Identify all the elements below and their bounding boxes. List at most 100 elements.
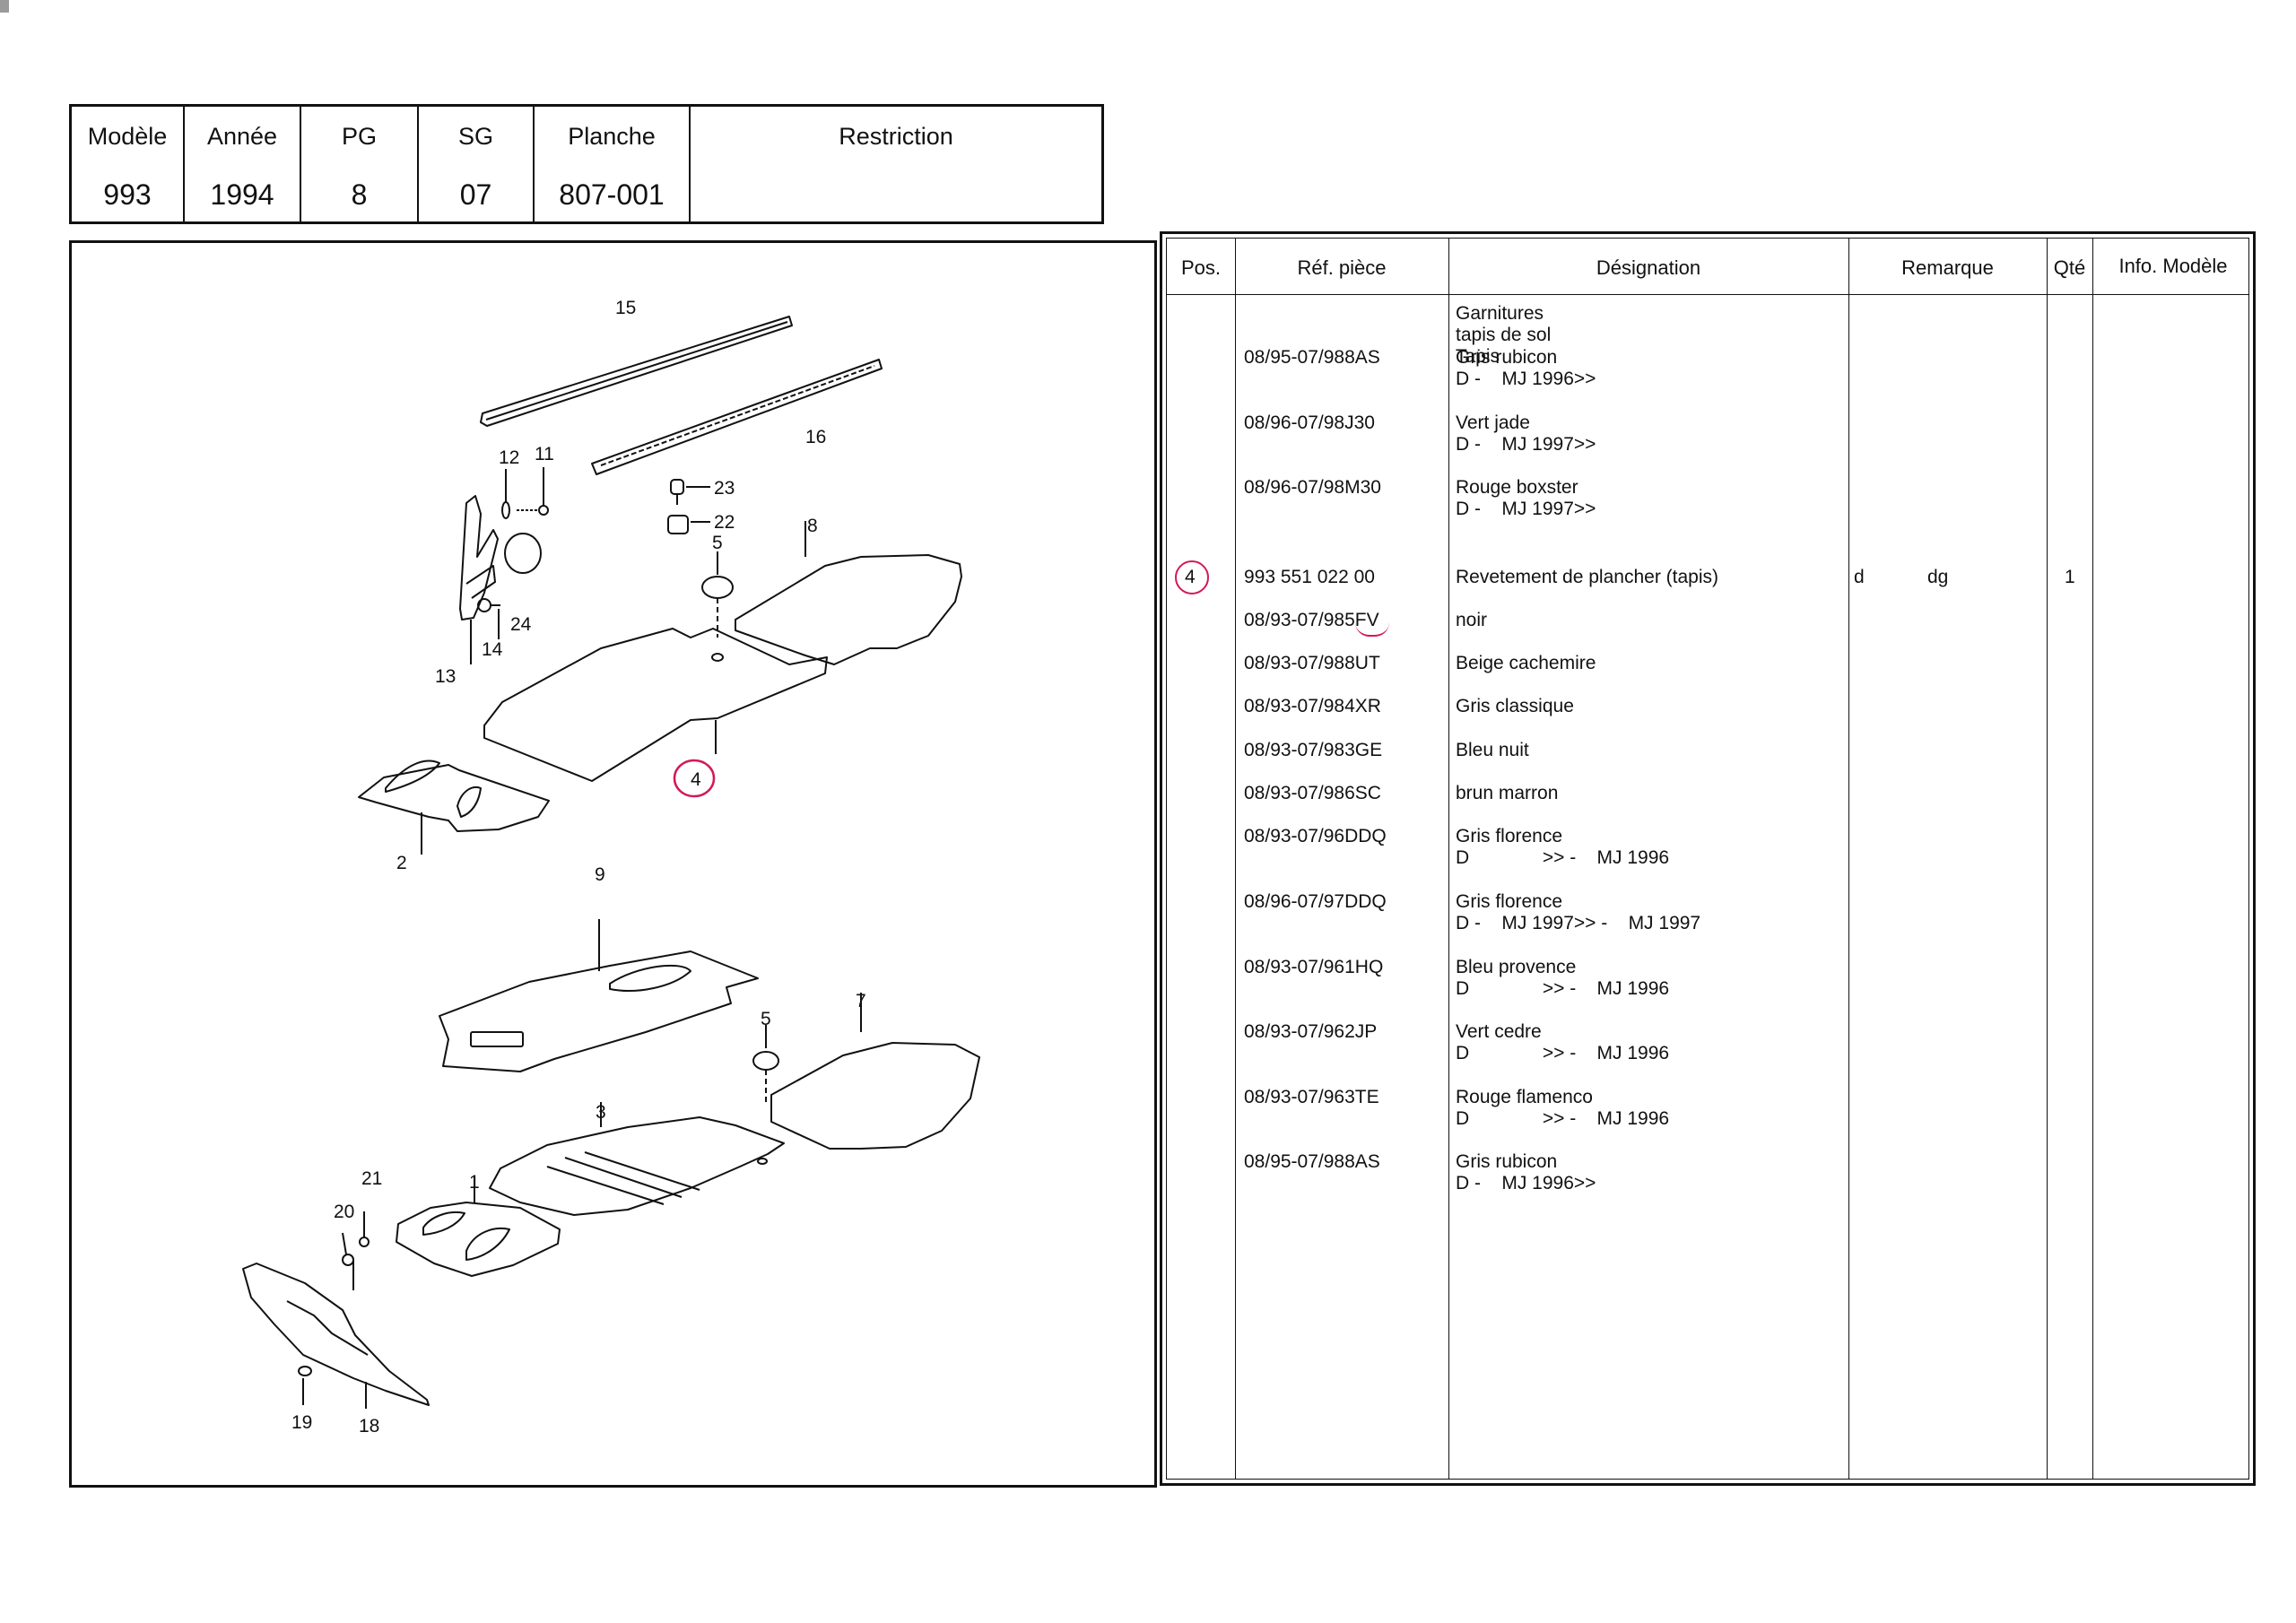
- annotation-circle-pos: [1175, 560, 1209, 595]
- header-divider: [1167, 294, 2248, 295]
- cell-designation: Rouge flamenco D >> - MJ 1996: [1456, 1087, 1670, 1129]
- header-label: PG: [341, 123, 377, 150]
- cell-ref: 08/95-07/988AS: [1244, 1151, 1380, 1172]
- annotation-circle-4: [673, 759, 716, 798]
- callout-20: 20: [334, 1202, 354, 1222]
- parts-list-table: Pos. Réf. pièce Désignation Remarque Qté…: [1160, 231, 2256, 1486]
- callout-14: 14: [482, 639, 503, 660]
- col-divider: [1448, 239, 1449, 1479]
- callout-9: 9: [595, 864, 605, 885]
- part-5-fastener-upper: [701, 551, 734, 662]
- parts-table-frame: Pos. Réf. pièce Désignation Remarque Qté…: [1166, 238, 2249, 1480]
- header-col-pg: PG 8: [301, 107, 419, 221]
- cell-ref: 08/93-07/985FV: [1244, 610, 1379, 630]
- cell-designation: noir: [1456, 610, 1488, 630]
- cell-designation: Vert cedre D >> - MJ 1996: [1456, 1021, 1670, 1063]
- cell-ref: 993 551 022 00: [1244, 567, 1375, 587]
- part-15-sill-strip: [480, 316, 793, 427]
- callout-12: 12: [499, 447, 519, 468]
- diagram-drawing: 15 16 12 11 23 22 5 8 24 14 13 4 2 9 5 7…: [242, 298, 980, 1436]
- header-col-restriction: Restriction: [691, 107, 1101, 221]
- header-col-annee: Année 1994: [185, 107, 301, 221]
- callout-21: 21: [361, 1168, 382, 1189]
- callout-4: 4: [691, 769, 701, 790]
- cell-ref: 08/93-07/962JP: [1244, 1021, 1378, 1042]
- cell-ref: 08/93-07/96DDQ: [1244, 826, 1387, 846]
- callout-1: 1: [469, 1172, 480, 1193]
- annotation-underline: [1355, 622, 1389, 637]
- parts-11-12-fasteners: [501, 467, 549, 519]
- cell-designation: Revetement de plancher (tapis): [1456, 567, 1718, 587]
- scan-corner-mark: [0, 0, 9, 13]
- cell-designation: brun marron: [1456, 783, 1559, 803]
- part-2-heel-plate: [358, 759, 550, 855]
- col-header-remarque: Remarque: [1901, 256, 1994, 279]
- cell-ref: 08/93-07/961HQ: [1244, 957, 1384, 977]
- callout-23: 23: [714, 478, 735, 499]
- col-header-qte: Qté: [2053, 256, 2086, 279]
- col-header-designation: Désignation: [1596, 256, 1701, 279]
- callout-18: 18: [359, 1416, 379, 1436]
- header-value: 8: [351, 178, 368, 211]
- col-header-pos: Pos.: [1180, 256, 1222, 279]
- cell-remarque: dg: [1927, 567, 1949, 587]
- callout-3: 3: [596, 1102, 606, 1123]
- parts-13-14-24-bracket: [459, 495, 542, 664]
- header-col-sg: SG 07: [419, 107, 535, 221]
- header-label: SG: [457, 123, 493, 150]
- callout-7: 7: [856, 991, 866, 1011]
- header-label: Restriction: [839, 123, 953, 150]
- col-divider: [1848, 239, 1849, 1479]
- header-col-planche: Planche 807-001: [535, 107, 691, 221]
- col-divider: [2047, 239, 2048, 1479]
- cell-ref: 08/93-07/983GE: [1244, 740, 1383, 760]
- callout-22: 22: [714, 512, 735, 533]
- cell-designation: Garnitures tapis de sol Tapis: [1456, 303, 1552, 367]
- cell-designation: Gris rubicon D - MJ 1996>>: [1456, 347, 1596, 389]
- cell-designation: Gris classique: [1456, 696, 1574, 716]
- cell-ref: 08/96-07/98M30: [1244, 477, 1381, 498]
- cell-ref: 08/93-07/986SC: [1244, 783, 1381, 803]
- col-divider: [2092, 239, 2093, 1479]
- col-header-ref: Réf. pièce: [1297, 256, 1387, 279]
- header-label: Année: [206, 123, 278, 150]
- cell-remarque: d: [1854, 567, 1865, 587]
- part-9-floor-panel: [439, 919, 759, 1072]
- header-label: Modèle: [87, 123, 168, 150]
- col-divider: [1235, 239, 1236, 1479]
- exploded-parts-diagram: 15 16 12 11 23 22 5 8 24 14 13 4 2 9 5 7…: [69, 240, 1157, 1488]
- header-value: 993: [103, 178, 152, 211]
- callout-15: 15: [615, 298, 636, 318]
- part-8-rear-carpet: [735, 521, 962, 665]
- cell-designation: Vert jade D - MJ 1997>>: [1456, 412, 1596, 455]
- callout-5-lower: 5: [761, 1009, 771, 1029]
- part-4-floor-carpet: [483, 628, 828, 782]
- callout-13: 13: [435, 666, 456, 687]
- cell-designation: Beige cachemire: [1456, 653, 1596, 673]
- cell-ref: 08/93-07/988UT: [1244, 653, 1380, 673]
- callout-8: 8: [807, 516, 818, 536]
- part-16-sill-strip: [591, 359, 883, 475]
- callout-24: 24: [510, 614, 532, 635]
- cell-ref: 08/96-07/98J30: [1244, 412, 1375, 433]
- cell-designation: Gris rubicon D - MJ 1996>>: [1456, 1151, 1596, 1193]
- callout-16: 16: [805, 427, 826, 447]
- callout-11: 11: [535, 444, 554, 464]
- header-col-modele: Modèle 993: [72, 107, 185, 221]
- part-5-fastener-lower: [752, 1025, 779, 1104]
- part-1-heel-plate: [396, 1176, 561, 1277]
- cell-ref: 08/96-07/97DDQ: [1244, 891, 1387, 912]
- header-value: 807-001: [559, 178, 665, 211]
- header-value: 07: [459, 178, 492, 211]
- header-table: Modèle 993 Année 1994 PG 8 SG 07 Planche…: [69, 104, 1104, 224]
- cell-designation: Bleu provence D >> - MJ 1996: [1456, 957, 1670, 999]
- cell-ref: 08/93-07/963TE: [1244, 1087, 1379, 1107]
- parts-18-21-kick-panel: [242, 1211, 430, 1409]
- callout-5-upper: 5: [712, 533, 723, 553]
- part-7-rear-carpet: [770, 993, 980, 1150]
- cell-designation: Bleu nuit: [1456, 740, 1529, 760]
- cell-designation: Gris florence D >> - MJ 1996: [1456, 826, 1670, 868]
- header-label: Planche: [568, 123, 656, 150]
- header-value: 1994: [210, 178, 274, 211]
- callout-19: 19: [291, 1412, 312, 1433]
